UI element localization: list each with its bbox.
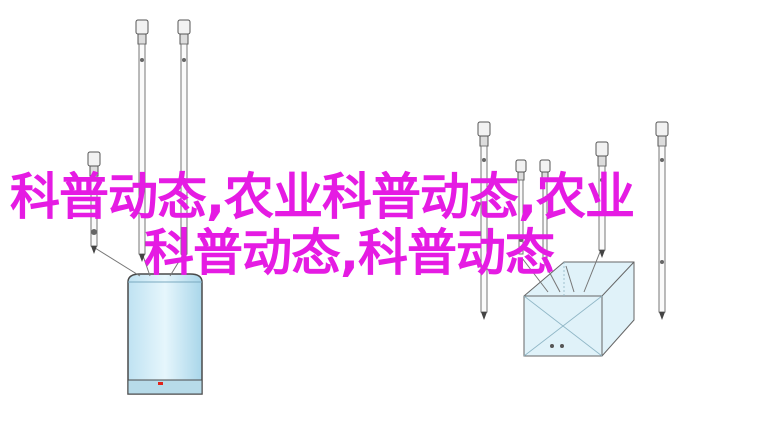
probe-right-3 [539,159,551,259]
probe-right-1 [477,121,491,320]
overlay-headline-line-2: 科普动态,科普动态 [144,224,555,282]
probe-left-3 [87,151,101,254]
probe-right-5 [655,121,669,320]
probe-left-2 [177,19,191,262]
probe-right-4 [595,141,609,258]
overlay-headline-line-1: 科普动态,农业科普动态,农业 [10,168,635,226]
right-tank [523,261,635,357]
indicator-light-icon [158,382,163,385]
probe-right-2 [515,159,527,255]
left-tank [127,273,203,395]
probe-left-1 [135,19,149,262]
right-cables [521,251,601,293]
